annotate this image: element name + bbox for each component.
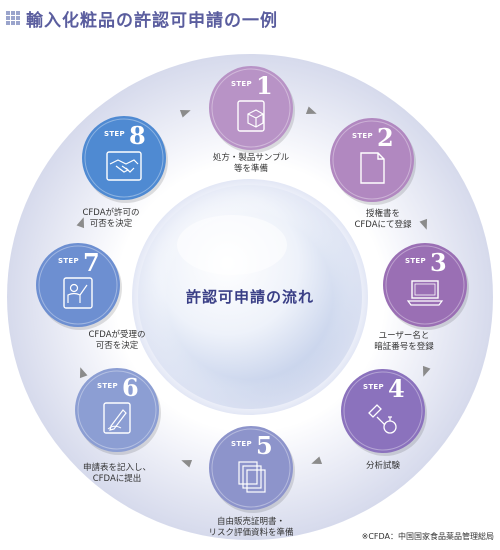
step-2-label: STEP bbox=[352, 132, 373, 140]
step-8-number: 8 bbox=[129, 121, 146, 150]
sphere-highlight bbox=[177, 215, 287, 275]
center-label: 許認可申請の流れ bbox=[186, 288, 314, 306]
step-5-caption-line: リスク評価資料を準備 bbox=[208, 527, 294, 538]
step-5-caption-line: 自由販売証明書・ bbox=[217, 516, 285, 527]
step-1-number: 1 bbox=[256, 71, 273, 100]
step-8-caption-line: CFDAが許可の bbox=[82, 207, 139, 218]
step-6-caption-line: CFDAに提出 bbox=[93, 473, 142, 484]
step-7-caption-line: CFDAが受理の bbox=[88, 329, 145, 340]
step-8-label: STEP bbox=[104, 130, 125, 138]
step-6-caption-line: 申請表を記入し、 bbox=[83, 462, 151, 473]
step-2-inner-ring bbox=[332, 120, 412, 200]
step-6-number: 6 bbox=[122, 373, 139, 402]
step-7-number: 7 bbox=[83, 248, 100, 277]
flow-arrow-icon bbox=[311, 456, 323, 465]
step-3-caption-line: ユーザー名と bbox=[379, 330, 430, 341]
step-7-inner-ring bbox=[38, 245, 118, 325]
flow-arrow-icon bbox=[79, 367, 88, 379]
step-3-inner-ring bbox=[385, 245, 465, 325]
lab-flask-icon bbox=[368, 404, 397, 434]
step-2-circle bbox=[330, 118, 414, 202]
title-bar: 輸入化粧品の許認可申請の一例 bbox=[6, 7, 278, 31]
step-3-label: STEP bbox=[405, 257, 426, 265]
step-1-label: STEP bbox=[231, 80, 252, 88]
step-5-number: 5 bbox=[256, 431, 273, 460]
step-5-inner-ring bbox=[211, 428, 291, 508]
step-6: STEP 6 申請表を記入し、CFDAに提出 bbox=[75, 368, 161, 484]
step-1-caption-line: 処方・製品サンプル bbox=[213, 152, 290, 163]
step-2-caption-line: CFDAにて登録 bbox=[354, 219, 412, 230]
step-5-label: STEP bbox=[231, 440, 252, 448]
step-4-number: 4 bbox=[388, 374, 405, 403]
step-8-inner-ring bbox=[84, 118, 164, 198]
laptop-icon bbox=[406, 280, 444, 306]
step-4-circle bbox=[341, 369, 425, 453]
step-8-circle bbox=[82, 116, 166, 200]
step-2-number: 2 bbox=[377, 123, 394, 152]
document-icon bbox=[360, 152, 385, 184]
step-3-caption-line: 暗証番号を登録 bbox=[374, 341, 434, 352]
flow-arrow-icon bbox=[419, 218, 428, 230]
step-6-circle bbox=[75, 368, 159, 452]
step-3-circle bbox=[383, 243, 467, 327]
step-4: STEP 4 分析試験 bbox=[341, 369, 427, 471]
flow-arrows bbox=[76, 106, 431, 468]
step-4-caption-line: 分析試験 bbox=[366, 460, 401, 471]
step-8-caption-line: 可否を決定 bbox=[90, 218, 133, 229]
step-7-circle bbox=[36, 243, 120, 327]
step-1-caption-line: 等を準備 bbox=[234, 163, 269, 174]
flow-arrow-icon bbox=[305, 106, 317, 115]
step-3-number: 3 bbox=[430, 248, 447, 277]
step-1-circle bbox=[209, 66, 293, 150]
flow-arrow-icon bbox=[181, 459, 193, 468]
step-7-caption-line: 可否を決定 bbox=[96, 340, 139, 351]
flow-arrow-icon bbox=[422, 365, 431, 377]
person-presentation-icon bbox=[63, 277, 93, 309]
step-7-label: STEP bbox=[58, 257, 79, 265]
footnote: ※CFDA：中国国家食品薬品管理総局 bbox=[361, 532, 494, 541]
handshake-icon bbox=[106, 151, 142, 181]
pen-writing-icon bbox=[103, 402, 131, 434]
page-title: 輸入化粧品の許認可申請の一例 bbox=[26, 10, 278, 31]
step-6-label: STEP bbox=[97, 382, 118, 390]
step-5: STEP 5 自由販売証明書・リスク評価資料を準備 bbox=[208, 426, 295, 538]
flow-arrow-icon bbox=[76, 217, 85, 229]
title-grid-icon bbox=[6, 11, 20, 25]
cubes-document-icon bbox=[237, 100, 265, 132]
step-6-inner-ring bbox=[77, 370, 157, 450]
step-1-inner-ring bbox=[211, 68, 291, 148]
step-5-circle bbox=[209, 426, 293, 510]
step-4-label: STEP bbox=[363, 383, 384, 391]
step-2-caption-line: 授権書を bbox=[366, 208, 400, 219]
flow-arrow-icon bbox=[179, 109, 191, 118]
step-4-inner-ring bbox=[343, 371, 423, 451]
documents-stack-icon bbox=[238, 461, 266, 493]
